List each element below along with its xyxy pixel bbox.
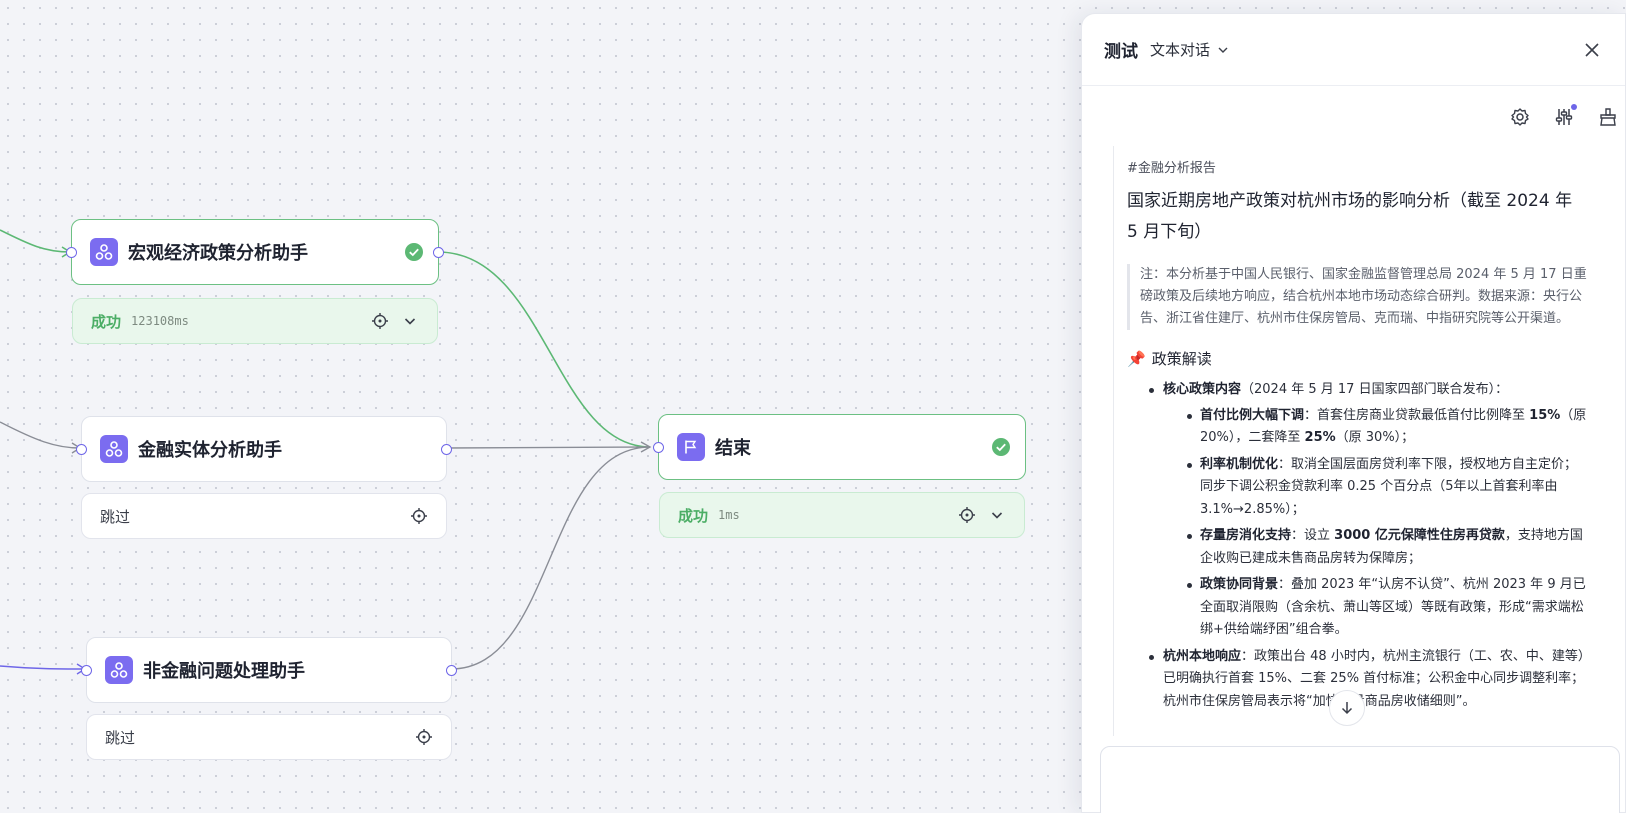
edge-in-finance	[0, 421, 81, 449]
node-title: 金融实体分析助手	[138, 440, 282, 461]
output-port[interactable]	[446, 664, 457, 676]
policy-list: 核心政策内容（2024 年 5 月 17 日国家四部门联合发布）： 首付比例大幅…	[1127, 379, 1588, 713]
status-time: 123108ms	[131, 314, 189, 328]
item-text: ：取消全国层面房贷利率下限，授权地方自主定价；同步下调公积金贷款利率 0.25 …	[1200, 456, 1578, 517]
sliders-icon	[1555, 109, 1573, 125]
notification-dot	[1571, 104, 1577, 110]
status-label: 成功	[678, 506, 709, 525]
item-text: ：首套住房商业贷款最低首付比例降至	[1304, 407, 1530, 423]
item-label: 利率机制优化	[1200, 456, 1279, 472]
input-port[interactable]	[653, 441, 664, 453]
item-text: （原 30%）；	[1335, 430, 1415, 445]
section-title: 政策解读	[1151, 350, 1212, 368]
item-text: （2024 年 5 月 17 日国家四部门联合发布）：	[1241, 382, 1509, 397]
success-check-icon	[992, 438, 1010, 456]
input-port[interactable]	[66, 246, 77, 258]
chevron-down-icon[interactable]	[401, 312, 419, 330]
agent-icon	[105, 656, 133, 684]
broom-icon	[1600, 108, 1616, 126]
close-icon[interactable]	[1581, 39, 1603, 61]
sub-list: 首付比例大幅下调：首套住房商业贷款最低首付比例降至 15%（原 20%），二套降…	[1163, 405, 1588, 642]
item-text: ：叠加 2023 年“认房不认贷”、杭州 2023 年 9 月已全面取消限购（含…	[1200, 577, 1586, 637]
locate-icon[interactable]	[415, 728, 433, 746]
status-label: 成功	[91, 312, 122, 331]
item-label: 核心政策内容	[1163, 382, 1242, 397]
edge-finance-end	[445, 446, 651, 449]
scroll-to-bottom-button[interactable]	[1329, 690, 1365, 726]
chevron-down-icon	[1218, 47, 1228, 53]
edge-in-macro	[0, 229, 71, 253]
list-item: 首付比例大幅下调：首套住房商业贷款最低首付比例降至 15%（原 20%），二套降…	[1187, 405, 1588, 450]
list-item: 存量房消化支持：设立 3000 亿元保障性住房再贷款，支持地方国企收购已建成未售…	[1187, 525, 1588, 570]
success-check-icon	[405, 243, 423, 261]
list-item: 核心政策内容（2024 年 5 月 17 日国家四部门联合发布）： 首付比例大幅…	[1149, 379, 1588, 642]
item-highlight: 25%	[1304, 430, 1336, 445]
panel-header: 测试 文本对话	[1082, 14, 1625, 86]
item-text: ：设立	[1291, 528, 1335, 543]
clear-button[interactable]	[1597, 106, 1619, 128]
list-item: 杭州本地响应：政策出台 48 小时内，杭州主流银行（工、农、中、建等）已明确执行…	[1149, 646, 1588, 714]
mode-label: 文本对话	[1150, 41, 1211, 59]
output-port[interactable]	[433, 246, 444, 258]
node-end-status: 成功 1ms	[659, 492, 1025, 538]
panel-toolbar	[1487, 104, 1619, 128]
node-macro-status: 成功 123108ms	[72, 298, 438, 344]
arrow-down-icon	[1341, 702, 1353, 715]
item-label: 存量房消化支持	[1200, 528, 1292, 543]
panel-title: 测试	[1104, 42, 1138, 62]
input-port[interactable]	[81, 664, 92, 676]
node-title: 宏观经济政策分析助手	[128, 243, 308, 264]
node-non-finance-assistant[interactable]: 非金融问题处理助手	[81, 637, 457, 703]
chevron-down-icon[interactable]	[988, 506, 1006, 524]
node-non-finance-status: 跳过	[86, 714, 452, 760]
agent-icon	[90, 238, 118, 266]
agent-icon	[100, 435, 128, 463]
locate-icon[interactable]	[958, 506, 976, 524]
list-item: 政策协同背景：叠加 2023 年“认房不认贷”、杭州 2023 年 9 月已全面…	[1187, 574, 1588, 642]
edge-macro-end	[437, 251, 651, 448]
report-title: 国家近期房地产政策对杭州市场的影响分析（截至 2024 年 5 月下旬）	[1127, 191, 1573, 242]
mode-dropdown[interactable]: 文本对话	[1150, 39, 1230, 60]
section-heading: 📌 政策解读	[1127, 348, 1588, 369]
edge-nonfinance-end	[450, 446, 651, 670]
output-port[interactable]	[441, 443, 452, 455]
item-text: （原 20%），二套降至	[1200, 407, 1587, 446]
item-label: 首付比例大幅下调	[1200, 407, 1305, 423]
settings-button[interactable]	[1509, 106, 1531, 128]
pin-icon: 📌	[1127, 349, 1146, 368]
variables-button[interactable]	[1553, 104, 1577, 128]
flag-icon	[677, 433, 705, 461]
report-tag: #金融分析报告	[1127, 161, 1216, 176]
item-text: ：政策出台 48 小时内，杭州主流银行（工、农、中、建等）已明确执行首套 15%…	[1163, 648, 1585, 709]
edge-in-nonfinance	[0, 665, 86, 670]
status-label: 跳过	[105, 728, 136, 747]
test-panel: 测试 文本对话 #金融分析报告 国家近期房地产政策对杭州市场的影响分析（截至 2…	[1081, 13, 1626, 813]
edge-arrow-end	[640, 441, 652, 453]
input-port[interactable]	[76, 443, 87, 455]
node-title: 非金融问题处理助手	[143, 661, 305, 682]
node-title: 结束	[715, 438, 751, 459]
report-note: 注：本分析基于中国人民银行、国家金融监督管理总局 2024 年 5 月 17 日…	[1127, 264, 1588, 330]
locate-icon[interactable]	[371, 312, 389, 330]
item-highlight: 15%	[1529, 407, 1561, 423]
item-highlight: 3000 亿元保障性住房再贷款	[1334, 528, 1505, 543]
node-macro-policy-assistant[interactable]: 宏观经济政策分析助手	[66, 219, 444, 285]
node-finance-entity-assistant[interactable]: 金融实体分析助手	[76, 416, 452, 482]
list-item: 利率机制优化：取消全国层面房贷利率下限，授权地方自主定价；同步下调公积金贷款利率…	[1187, 454, 1588, 522]
item-text: ，支持地方国企收购已建成未售商品房转为保障房；	[1200, 528, 1583, 566]
gear-icon	[1511, 108, 1529, 126]
item-label: 杭州本地响应	[1163, 648, 1242, 664]
status-time: 1ms	[718, 508, 740, 522]
locate-icon[interactable]	[410, 507, 428, 525]
chat-message: #金融分析报告 国家近期房地产政策对杭州市场的影响分析（截至 2024 年 5 …	[1113, 146, 1588, 736]
node-end[interactable]: 结束	[653, 414, 1026, 480]
status-label: 跳过	[100, 507, 131, 526]
chat-input[interactable]	[1100, 746, 1620, 813]
item-label: 政策协同背景	[1200, 577, 1279, 592]
node-finance-status: 跳过	[81, 493, 447, 539]
